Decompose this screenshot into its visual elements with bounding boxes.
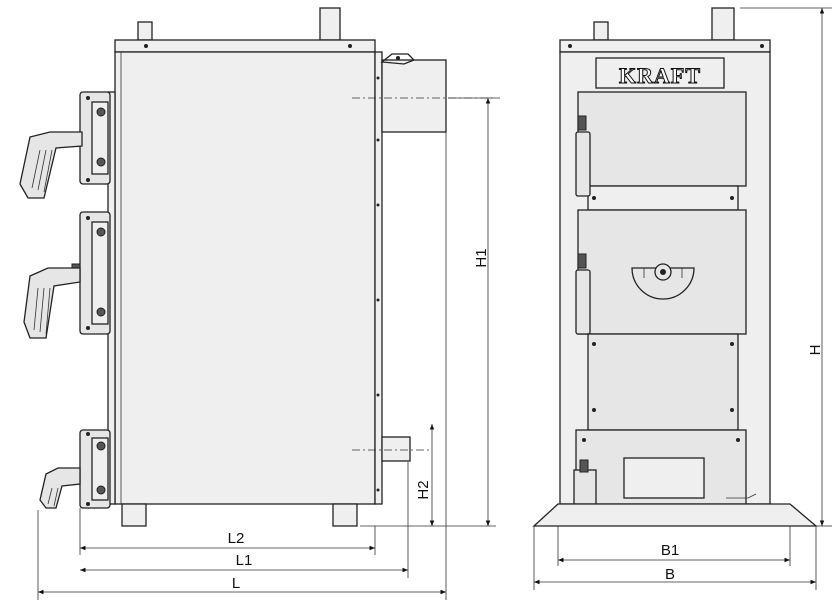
front-chimney bbox=[711, 7, 735, 41]
side-middle-handle bbox=[23, 267, 81, 339]
side-upper-door bbox=[19, 91, 111, 199]
front-top-stub bbox=[593, 21, 609, 41]
side-rear-spine bbox=[374, 51, 383, 505]
dim-label-b1: B1 bbox=[661, 542, 679, 559]
side-foot-rear bbox=[332, 503, 358, 527]
dim-label-l1: L1 bbox=[236, 552, 253, 569]
dim-label-h2: H2 bbox=[415, 480, 432, 499]
side-body bbox=[114, 51, 376, 505]
dim-label-h: H bbox=[807, 345, 824, 356]
dim-label-l: L bbox=[232, 575, 240, 592]
dim-label-h1: H1 bbox=[473, 248, 490, 267]
side-middle-door bbox=[23, 211, 111, 339]
brand-logo: KRAFT bbox=[619, 63, 701, 88]
dim-label-l2: L2 bbox=[228, 530, 245, 547]
ash-opening bbox=[623, 457, 705, 499]
side-top-cap bbox=[114, 39, 376, 53]
side-upper-handle bbox=[19, 131, 83, 199]
side-lower-handle bbox=[39, 467, 81, 509]
front-view: KRAFT H bbox=[532, 7, 832, 590]
front-top-cap bbox=[559, 39, 771, 53]
side-chimney bbox=[319, 7, 341, 41]
front-upper-handle bbox=[575, 131, 591, 197]
front-lower-panel bbox=[587, 333, 739, 431]
side-view: H1 H2 L2 L1 L bbox=[19, 7, 500, 600]
side-flue-outlet bbox=[381, 59, 447, 133]
front-base bbox=[532, 503, 818, 527]
front-middle-handle bbox=[575, 269, 591, 335]
front-ash-handle bbox=[573, 469, 597, 505]
air-regulator bbox=[631, 267, 695, 300]
brand-plate bbox=[595, 57, 725, 89]
front-upper-door bbox=[577, 91, 747, 187]
side-lower-door bbox=[39, 429, 111, 509]
side-return-pipe bbox=[381, 436, 411, 462]
side-foot-front bbox=[121, 503, 147, 527]
dim-label-b: B bbox=[665, 566, 675, 583]
side-top-stub bbox=[137, 21, 153, 41]
